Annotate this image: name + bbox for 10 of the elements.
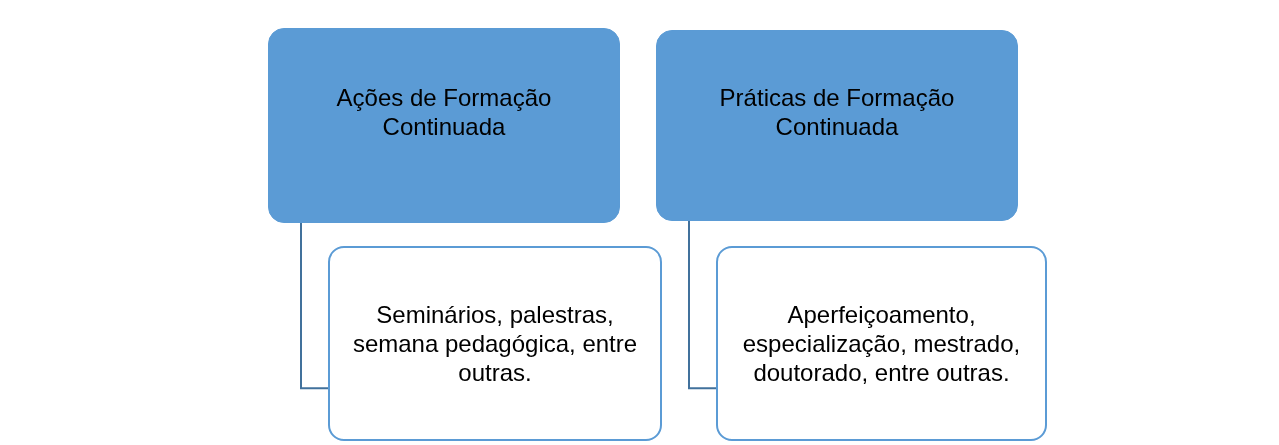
detail-box bbox=[328, 246, 662, 441]
connector-line bbox=[300, 222, 329, 390]
connector-line bbox=[688, 220, 717, 390]
category-box bbox=[656, 30, 1018, 221]
category-title: Ações de Formação Continuada bbox=[335, 82, 553, 141]
detail-box bbox=[716, 246, 1047, 441]
detail-text: Aperfeiçoamento, especialização, mestrado, doutorado, entre outras. bbox=[741, 300, 1022, 387]
category-title: Práticas de Formação Continuada bbox=[718, 82, 956, 141]
category-box bbox=[268, 28, 620, 223]
detail-text: Seminários, palestras, semana pedagógica, entre outras. bbox=[351, 300, 639, 387]
